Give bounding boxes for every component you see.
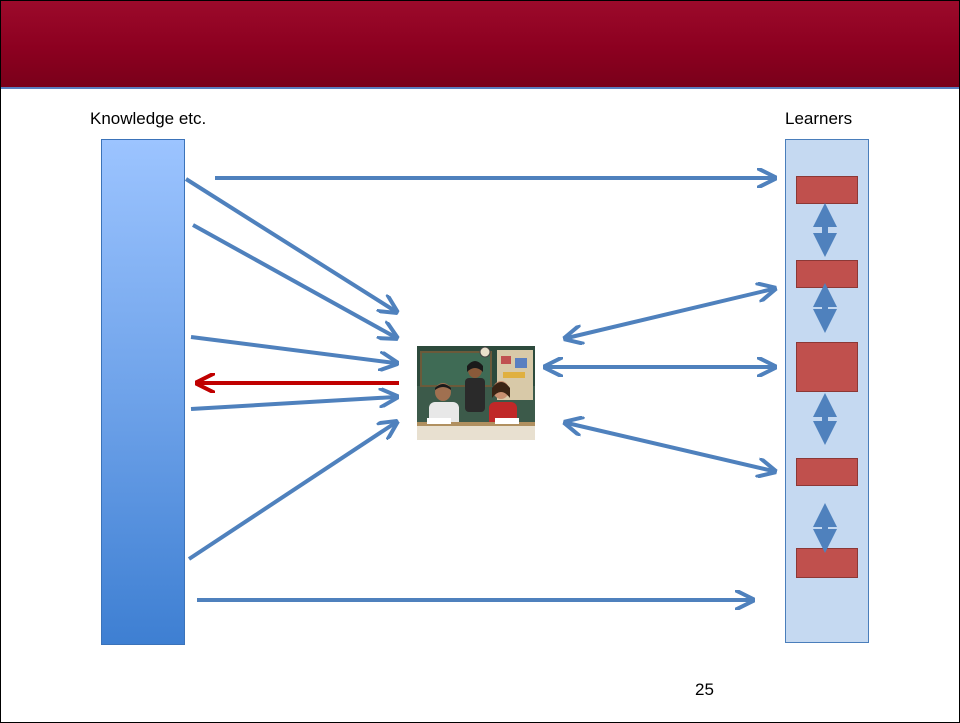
title-bar	[1, 1, 959, 89]
learner-box-4	[796, 458, 858, 486]
learner-box-5	[796, 548, 858, 578]
learners-panel	[785, 139, 869, 643]
arrow-teacher-learner-lower	[567, 423, 773, 471]
classroom-photo	[417, 346, 535, 440]
learners-label: Learners	[785, 109, 853, 128]
arrow-knowledge-teacher-4	[190, 397, 395, 411]
arrow-teacher-learner-upper	[567, 289, 773, 338]
arrow-knowledge-teacher-1	[184, 177, 395, 311]
learner-box-3	[796, 342, 858, 392]
arrow-knowledge-teacher-5	[187, 423, 395, 561]
knowledge-label: Knowledge etc.	[90, 109, 207, 128]
arrow-knowledge-teacher-2	[192, 223, 395, 337]
page-number: 25	[695, 680, 714, 699]
learner-box-1	[796, 176, 858, 204]
arrow-knowledge-teacher-3	[190, 335, 395, 363]
knowledge-bar	[101, 139, 185, 645]
